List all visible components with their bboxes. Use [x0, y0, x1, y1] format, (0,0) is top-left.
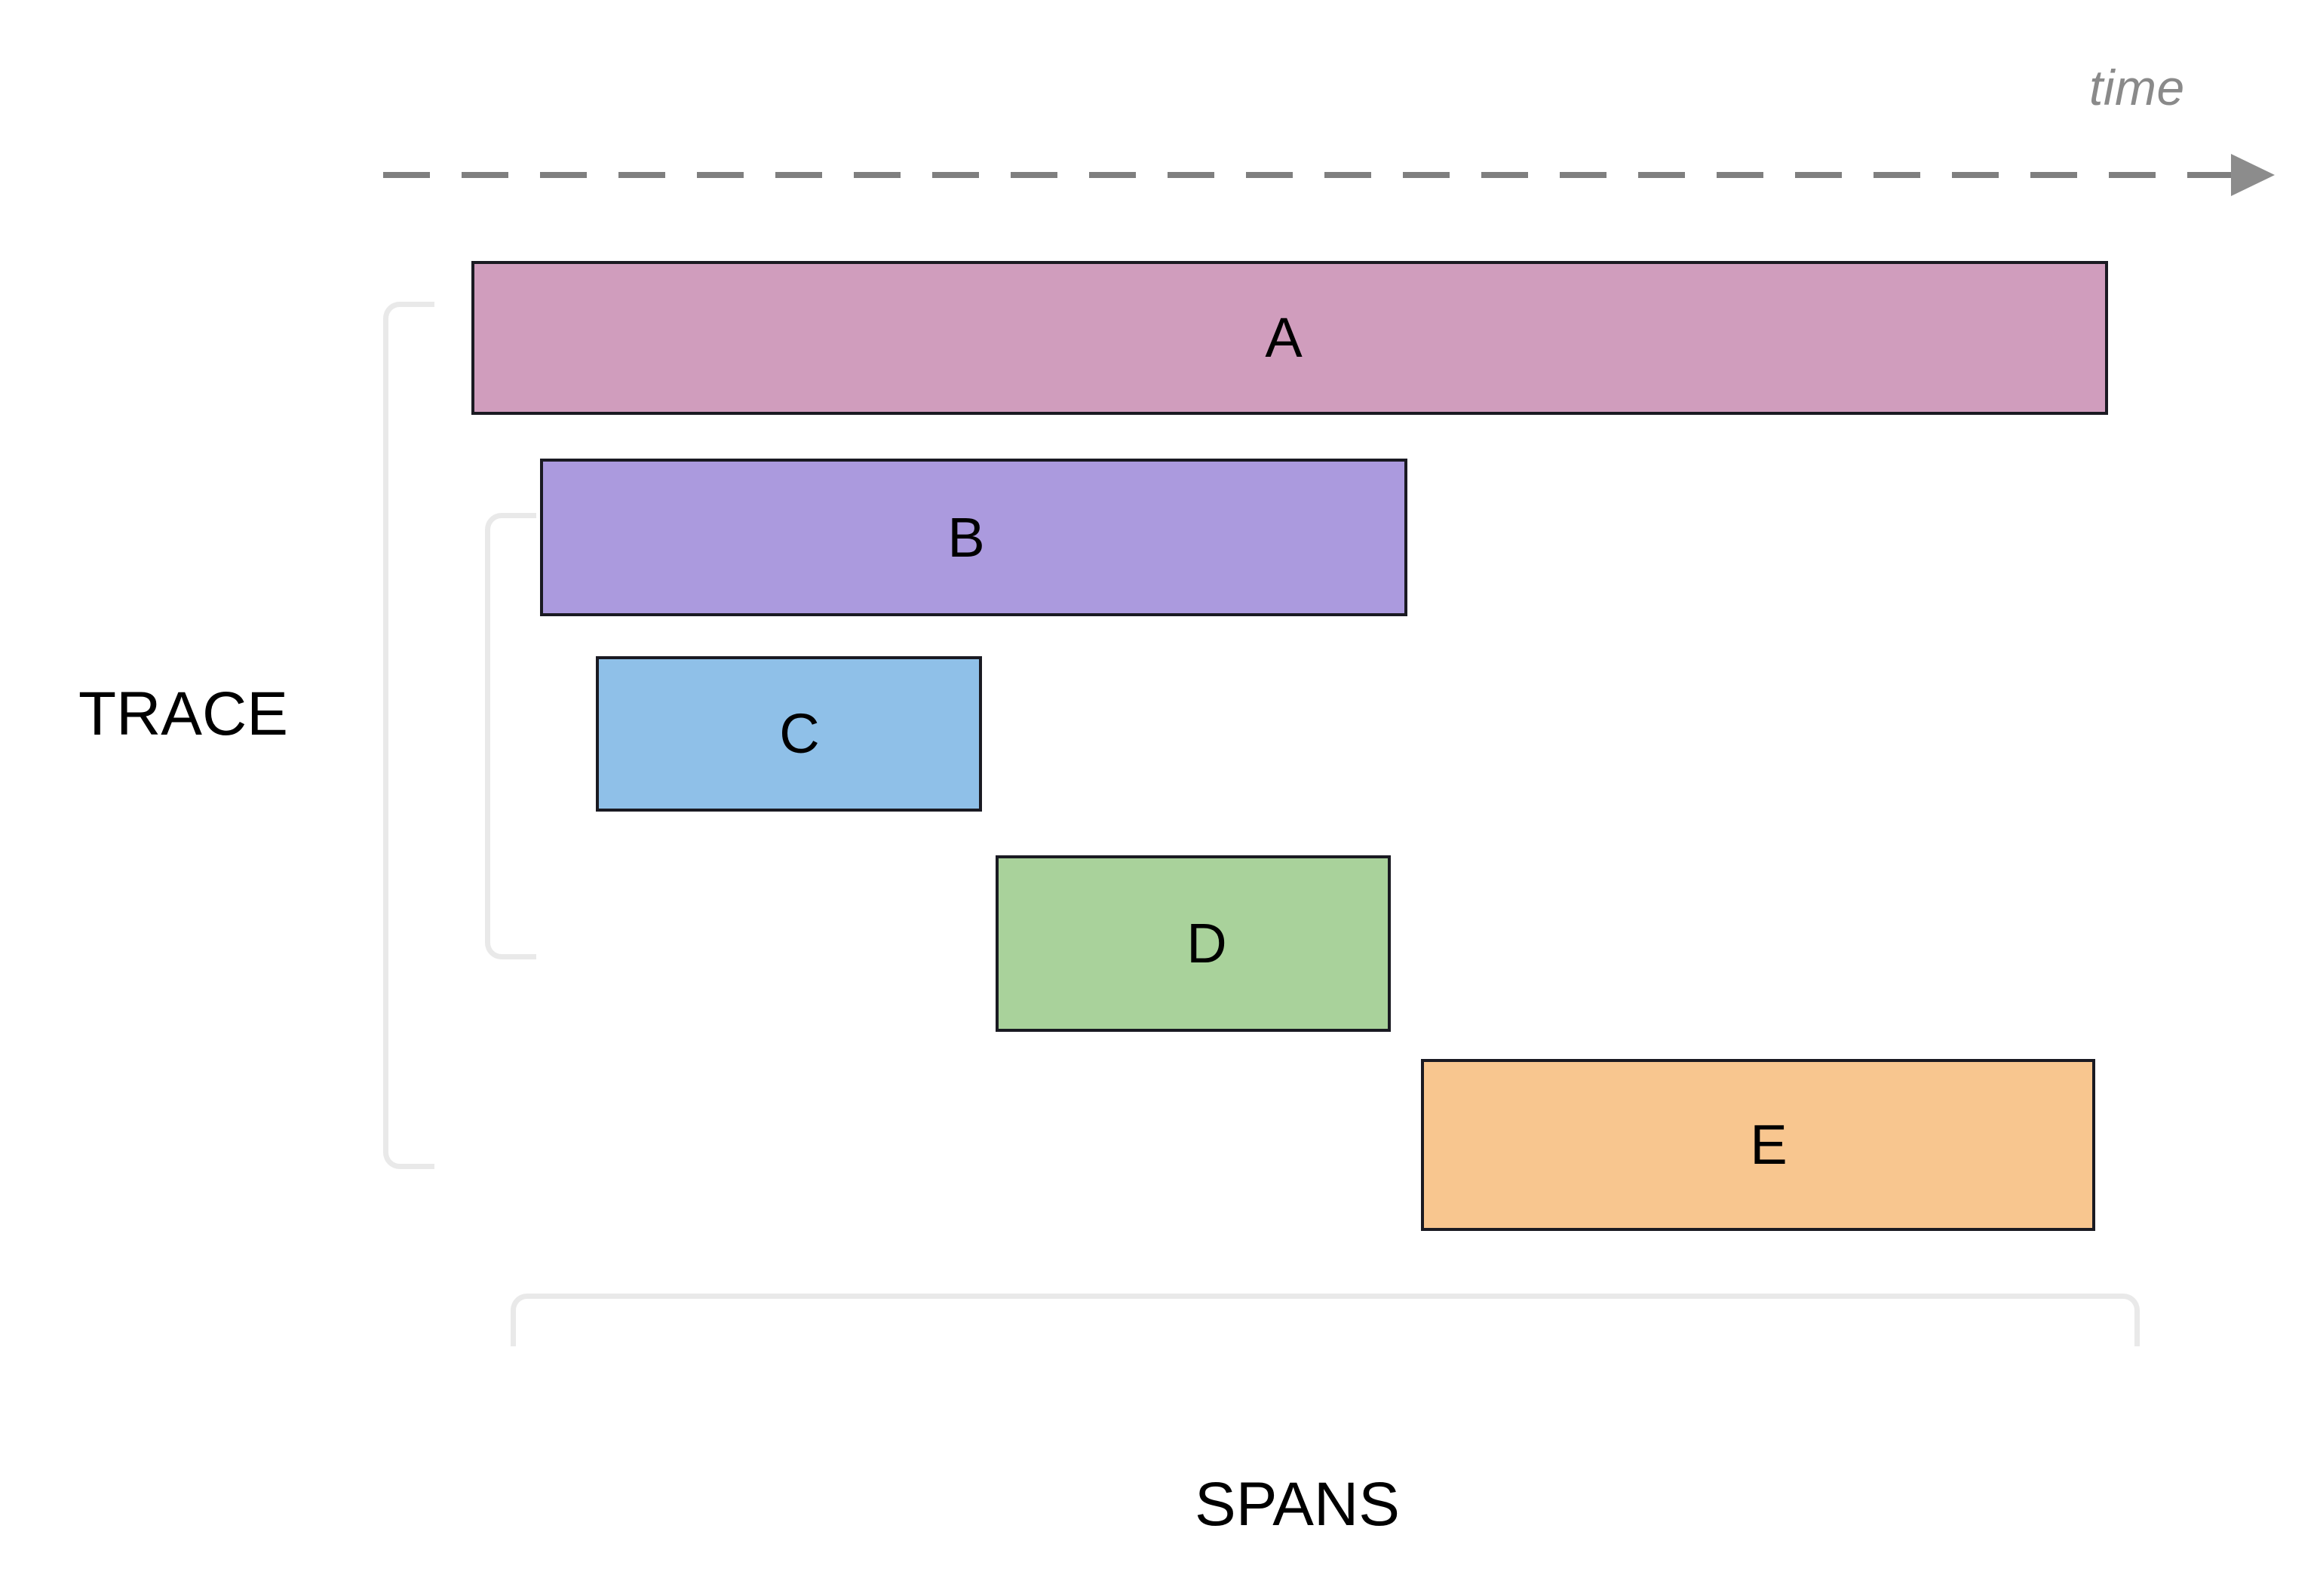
span-bar-c[interactable]: C [596, 656, 982, 812]
trace-bracket [383, 302, 434, 1169]
span-label-a: A [1265, 306, 1303, 369]
span-bar-e[interactable]: E [1421, 1059, 2095, 1231]
right-arrow-icon [2231, 154, 2275, 196]
spans-group-label: SPANS [1195, 1470, 1400, 1539]
child-spans-bracket [485, 513, 536, 959]
span-label-b: B [947, 505, 985, 569]
span-label-c: C [779, 702, 820, 765]
trace-group-label: TRACE [78, 680, 288, 748]
time-axis-dashed-line [383, 172, 2239, 178]
span-label-d: D [1186, 912, 1227, 974]
time-axis-label: time [2089, 60, 2185, 115]
spans-bracket [511, 1294, 2140, 1346]
span-bar-d[interactable]: D [996, 855, 1391, 1032]
span-label-e: E [1750, 1113, 1788, 1176]
span-bar-b[interactable]: B [540, 459, 1407, 616]
span-bar-a[interactable]: A [471, 261, 2108, 415]
